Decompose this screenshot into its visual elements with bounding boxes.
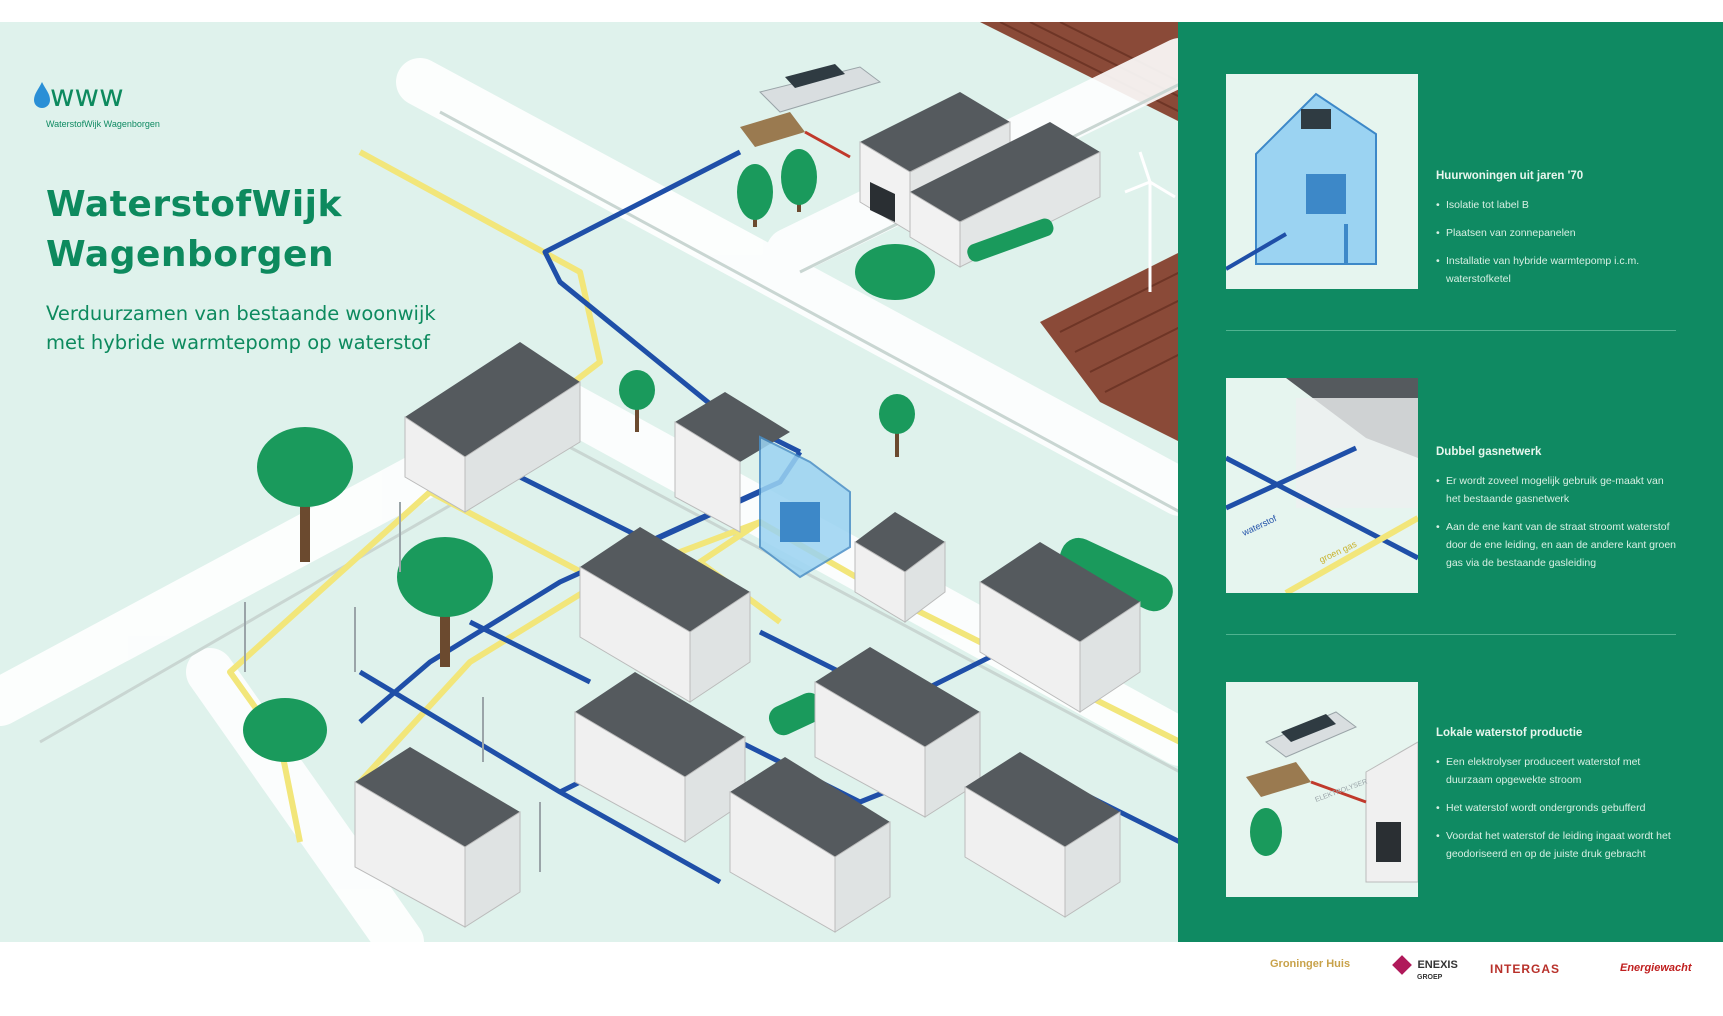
- trees: [243, 149, 1173, 762]
- electrolyser-cutaway: ELEKTROLYSER: [1246, 711, 1418, 883]
- groninger-huis-logo: Groninger Huis: [1270, 958, 1351, 970]
- house-row-8: [964, 752, 1121, 918]
- house-row-9: [979, 542, 1141, 713]
- house-single: [854, 512, 946, 623]
- wind-turbine: [1124, 151, 1176, 292]
- house-row-5: [354, 747, 521, 928]
- divider: [1226, 634, 1676, 635]
- divider: [1226, 330, 1676, 331]
- card-1-title: Huurwoningen uit jaren '70: [1436, 170, 1584, 182]
- intergas-logo: INTERGAS: [1490, 962, 1561, 976]
- card-2-bullet: Aan de ene kant van de straat stroomt wa…: [1436, 518, 1676, 572]
- www-logo: www: [34, 79, 124, 114]
- card-2-illustration: waterstof groen gas: [1226, 378, 1418, 593]
- title-line-1: WaterstofWijk: [46, 184, 342, 225]
- house-row-7: [814, 647, 981, 818]
- info-panel: Huurwoningen uit jaren '70 Isolatie tot …: [1178, 22, 1723, 942]
- card-2-bullets: Er wordt zoveel mogelijk gebruik ge-maak…: [1436, 472, 1676, 572]
- house-row-4: [574, 672, 746, 843]
- card-2-title: Dubbel gasnetwerk: [1436, 446, 1542, 458]
- card-1-text: Huurwoningen uit jaren '70 Isolatie tot …: [1436, 170, 1676, 298]
- card-1-bullet: Installatie van hybride warmtepomp i.c.m…: [1436, 252, 1676, 288]
- house-row-2: [674, 392, 851, 579]
- neighbourhood-illustration: www WaterstofWijk Wagenborgen WaterstofW…: [0, 22, 1180, 942]
- farm-buildings: [859, 92, 1101, 268]
- card-2-bullet: Er wordt zoveel mogelijk gebruik ge-maak…: [1436, 472, 1676, 508]
- card-3-illustration: ELEKTROLYSER: [1226, 682, 1418, 897]
- street-lamps: [244, 502, 1180, 872]
- subtitle-line-2: met hybride warmtepomp op waterstof: [46, 331, 430, 354]
- subtitle-line-1: Verduurzamen van bestaande woonwijk: [46, 302, 436, 325]
- dual-gas-network: waterstof groen gas: [1226, 378, 1418, 593]
- water-drop-icon: [34, 82, 50, 108]
- house-row-1: [404, 342, 581, 513]
- logo-subtitle: WaterstofWijk Wagenborgen: [46, 119, 160, 129]
- energiewacht-logo: Energiewacht: [1620, 962, 1692, 974]
- logo-text: www: [50, 79, 124, 114]
- electrolyser: [740, 64, 882, 159]
- card-3-text: Lokale waterstof productie Een elektroly…: [1436, 727, 1676, 873]
- card-3-bullet: Een elektrolyser produceert waterstof me…: [1436, 753, 1676, 789]
- card-3-bullets: Een elektrolyser produceert waterstof me…: [1436, 753, 1676, 863]
- card-3-bullet: Het waterstof wordt ondergronds gebuffer…: [1436, 799, 1676, 817]
- houses: [354, 342, 1141, 933]
- card-2-text: Dubbel gasnetwerk Er wordt zoveel mogeli…: [1436, 446, 1676, 582]
- partner-logos: Groninger Huis ENEXIS GROEP INTERGAS Ene…: [1270, 952, 1710, 992]
- card-1-illustration: [1226, 74, 1418, 289]
- card-3-title: Lokale waterstof productie: [1436, 727, 1583, 739]
- card-1-bullet: Plaatsen van zonnepanelen: [1436, 224, 1676, 242]
- card-1-bullet: Isolatie tot label B: [1436, 196, 1676, 214]
- enexis-diamond-icon: [1392, 954, 1412, 975]
- house-row-6: [729, 757, 891, 933]
- enexis-sub: GROEP: [1417, 974, 1443, 981]
- field-mid: [1040, 252, 1180, 442]
- page-title: WaterstofWijk Wagenborgen: [46, 180, 342, 280]
- house-cutaway: [1226, 92, 1377, 271]
- house-row-3: [579, 527, 751, 703]
- neighbourhood-map: [0, 22, 1180, 942]
- enexis-logo: ENEXIS GROEP: [1392, 954, 1475, 981]
- card-3-bullet: Voordat het waterstof de leiding ingaat …: [1436, 827, 1676, 863]
- page-subtitle: Verduurzamen van bestaande woonwijk met …: [46, 299, 436, 357]
- title-line-2: Wagenborgen: [46, 234, 335, 275]
- card-1-bullets: Isolatie tot label B Plaatsen van zonnep…: [1436, 196, 1676, 288]
- enexis-text: ENEXIS: [1417, 958, 1458, 971]
- waterstof-label: waterstof: [1240, 513, 1279, 538]
